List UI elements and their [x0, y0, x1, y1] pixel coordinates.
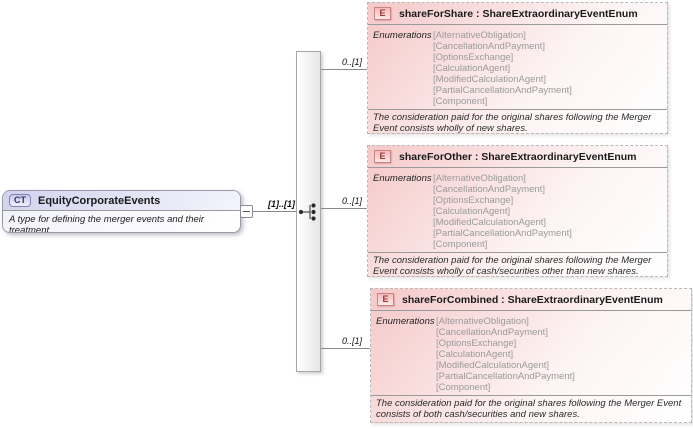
element-box-share-for-other[interactable]: E shareForOther : ShareExtraordinaryEven…	[367, 145, 668, 277]
enumeration-value: [ModifiedCalculationAgent]	[433, 217, 547, 228]
enumeration-value: [PartialCancellationAndPayment]	[433, 85, 572, 96]
complextype-header: CT EquityCorporateEvents	[3, 191, 240, 211]
enumeration-value: [CalculationAgent]	[436, 349, 514, 360]
connector-to-share-for-share	[321, 69, 367, 70]
complextype-title: EquityCorporateEvents	[38, 194, 161, 207]
enumeration-value: [ModifiedCalculationAgent]	[433, 74, 547, 85]
enumeration-value: [Component]	[433, 239, 488, 250]
enumerations-label: Enumerations	[376, 316, 435, 327]
enumeration-value: [ModifiedCalculationAgent]	[436, 360, 550, 371]
element-header: E shareForOther : ShareExtraordinaryEven…	[368, 146, 667, 168]
enumeration-value: [AlternativeObligation]	[436, 316, 529, 327]
element-header: E shareForCombined : ShareExtraordinaryE…	[371, 289, 691, 311]
cardinality-share-for-other: 0..[1]	[341, 196, 362, 206]
enumeration-value: [Component]	[433, 96, 488, 107]
enumeration-value: [AlternativeObligation]	[433, 30, 526, 41]
complextype-box-equity-corporate-events[interactable]: CT EquityCorporateEvents A type for defi…	[2, 190, 241, 233]
enumeration-value: [OptionsExchange]	[433, 52, 514, 63]
collapse-handle[interactable]	[240, 205, 253, 218]
enumeration-value: [CancellationAndPayment]	[436, 327, 548, 338]
connector-root-to-sequence	[253, 211, 296, 212]
element-box-share-for-share[interactable]: E shareForShare : ShareExtraordinaryEven…	[367, 2, 668, 134]
connector-to-share-for-other	[321, 208, 367, 209]
enumeration-values: [AlternativeObligation] [CancellationAnd…	[436, 316, 687, 393]
enumeration-values: [AlternativeObligation] [CancellationAnd…	[433, 30, 663, 107]
minus-icon	[243, 211, 250, 212]
enumeration-value: [CancellationAndPayment]	[433, 184, 545, 195]
element-header: E shareForShare : ShareExtraordinaryEven…	[368, 3, 667, 25]
element-badge-icon: E	[374, 7, 391, 20]
enumeration-value: [OptionsExchange]	[436, 338, 517, 349]
enumeration-value: [CalculationAgent]	[433, 206, 511, 217]
enumeration-value: [CalculationAgent]	[433, 63, 511, 74]
sequence-icon	[298, 203, 316, 221]
enumerations-section: Enumerations [AlternativeObligation] [Ca…	[368, 168, 667, 253]
complextype-badge-icon: CT	[9, 194, 31, 207]
cardinality-root: [1]..[1]	[268, 199, 295, 209]
enumerations-section: Enumerations [AlternativeObligation] [Ca…	[368, 25, 667, 110]
enumeration-value: [CancellationAndPayment]	[433, 41, 545, 52]
element-annotation: The consideration paid for the original …	[373, 255, 652, 277]
enumeration-values: [AlternativeObligation] [CancellationAnd…	[433, 173, 663, 250]
enumerations-section: Enumerations [AlternativeObligation] [Ca…	[371, 311, 691, 396]
cardinality-share-for-combined: 0..[1]	[341, 336, 362, 346]
complextype-annotation: A type for defining the merger events an…	[3, 211, 240, 232]
enumeration-value: [AlternativeObligation]	[433, 173, 526, 184]
element-title: shareForOther : ShareExtraordinaryEventE…	[399, 150, 637, 163]
element-annotation: The consideration paid for the original …	[373, 112, 652, 134]
enumerations-label: Enumerations	[373, 30, 432, 41]
element-annotation: The consideration paid for the original …	[376, 398, 682, 420]
enumerations-label: Enumerations	[373, 173, 432, 184]
connector-to-share-for-combined	[321, 348, 370, 349]
element-badge-icon: E	[377, 293, 394, 306]
element-badge-icon: E	[374, 150, 391, 163]
element-box-share-for-combined[interactable]: E shareForCombined : ShareExtraordinaryE…	[370, 288, 692, 423]
enumeration-value: [OptionsExchange]	[433, 195, 514, 206]
element-title: shareForShare : ShareExtraordinaryEventE…	[399, 7, 638, 20]
enumeration-value: [PartialCancellationAndPayment]	[433, 228, 572, 239]
enumeration-value: [PartialCancellationAndPayment]	[436, 371, 575, 382]
element-title: shareForCombined : ShareExtraordinaryEve…	[402, 293, 663, 306]
enumeration-value: [Component]	[436, 382, 491, 393]
cardinality-share-for-share: 0..[1]	[341, 57, 362, 67]
